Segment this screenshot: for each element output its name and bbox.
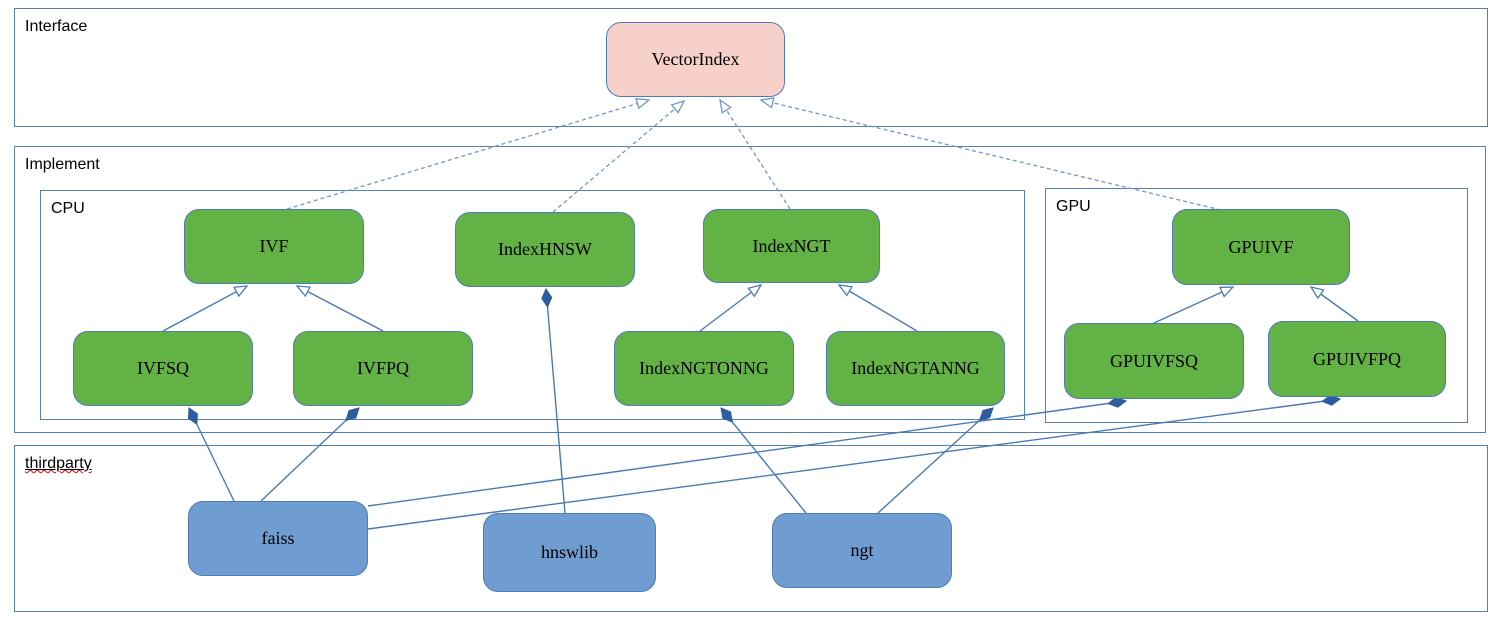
node-gpuivfpq[interactable]: GPUIVFPQ xyxy=(1268,321,1446,397)
node-ngt[interactable]: ngt xyxy=(772,513,952,588)
thirdparty-label-text: thirdparty xyxy=(25,455,92,472)
node-ivfsq[interactable]: IVFSQ xyxy=(73,331,253,406)
node-gpuivf[interactable]: GPUIVF xyxy=(1172,209,1350,285)
gpu-label: GPU xyxy=(1056,198,1091,215)
interface-label: Interface xyxy=(25,18,88,35)
node-faiss[interactable]: faiss xyxy=(188,501,368,576)
node-indexngt[interactable]: IndexNGT xyxy=(703,209,880,283)
node-indexngtanng[interactable]: IndexNGTANNG xyxy=(826,331,1005,406)
node-gpuivfsq[interactable]: GPUIVFSQ xyxy=(1064,323,1244,399)
thirdparty-label: thirdparty xyxy=(25,455,92,473)
node-ivfpq[interactable]: IVFPQ xyxy=(293,331,473,406)
node-indexhnsw[interactable]: IndexHNSW xyxy=(455,212,635,287)
node-hnswlib[interactable]: hnswlib xyxy=(483,513,656,592)
node-vectorindex[interactable]: VectorIndex xyxy=(606,22,785,97)
node-indexngtonng[interactable]: IndexNGTONNG xyxy=(614,331,794,406)
node-ivf[interactable]: IVF xyxy=(184,209,364,284)
cpu-label: CPU xyxy=(51,200,85,217)
implement-label: Implement xyxy=(25,156,100,173)
